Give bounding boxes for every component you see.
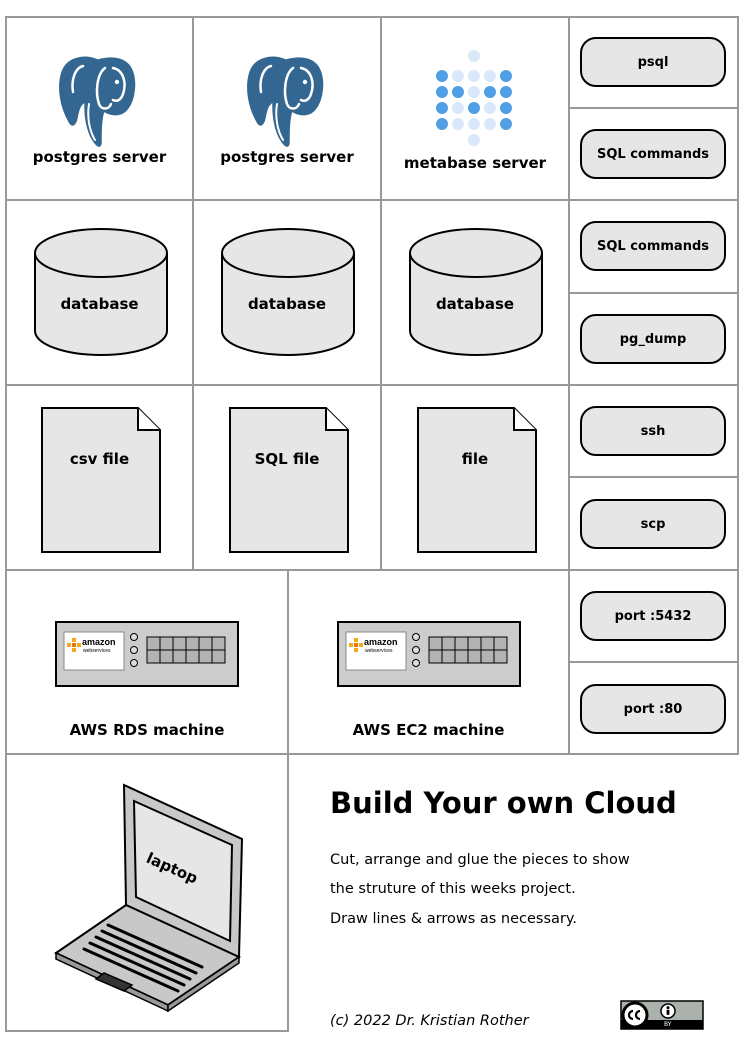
database-label: database [435, 295, 515, 313]
amazon-logo-icon [349, 638, 363, 652]
amazon-logo-text: amazon [82, 637, 116, 647]
instruction-line: Cut, arrange and glue the pieces to show [330, 852, 630, 868]
piece-database-3: database [380, 199, 570, 386]
server-rack-icon [55, 621, 239, 687]
piece-postgres-server-1: postgres server [5, 16, 194, 201]
metabase-dots-icon [436, 50, 512, 146]
amazon-logo-text: amazon [364, 637, 398, 647]
piece-laptop: laptop [5, 753, 289, 1032]
piece-generic-file: file [380, 384, 570, 571]
piece-aws-ec2-machine: amazon webservices AWS EC2 machine [287, 569, 570, 755]
laptop-icon [53, 783, 244, 1013]
database-cylinder-icon [221, 228, 355, 356]
piece-csv-file: csv file [5, 384, 194, 571]
piece-tool-psql: psql [568, 16, 739, 109]
piece-tool-scp: scp [568, 476, 739, 571]
piece-database-1: database [5, 199, 194, 386]
piece-tool-pg-dump: pg_dump [568, 292, 739, 386]
server-rack-icon [337, 621, 521, 687]
file-label: csv file [69, 450, 130, 468]
file-label: file [461, 450, 489, 468]
page-title: Build Your own Cloud [330, 786, 677, 820]
tool-pill: psql [580, 37, 726, 87]
piece-tool-sql-commands-2: SQL commands [568, 199, 739, 294]
amazon-logo-subtext: webservices [365, 648, 393, 654]
server-label: postgres server [32, 148, 167, 166]
piece-sql-file: SQL file [192, 384, 382, 571]
postgres-elephant-icon [56, 54, 138, 150]
file-page-icon [229, 407, 349, 553]
tool-pill: SQL commands [580, 129, 726, 179]
file-page-icon [417, 407, 537, 553]
piece-metabase-server: metabase server [380, 16, 570, 201]
server-label: postgres server [220, 148, 354, 166]
database-label: database [247, 295, 327, 313]
cc-by-icon [620, 1000, 704, 1030]
tool-pill: ssh [580, 406, 726, 456]
copyright-text: (c) 2022 Dr. Kristian Rother [330, 1013, 529, 1029]
database-cylinder-icon [34, 228, 168, 356]
piece-postgres-server-2: postgres server [192, 16, 382, 201]
amazon-logo-icon [67, 638, 81, 652]
amazon-logo-subtext: webservices [83, 648, 111, 654]
server-label: metabase server [403, 154, 547, 172]
piece-database-2: database [192, 199, 382, 386]
tool-pill: port :5432 [580, 591, 726, 641]
piece-tool-port-80: port :80 [568, 661, 739, 755]
tool-pill: scp [580, 499, 726, 549]
postgres-elephant-icon [244, 54, 326, 150]
cc-by-label: BY [664, 1021, 672, 1028]
database-label: database [60, 295, 139, 313]
machine-label: AWS EC2 machine [352, 721, 505, 739]
piece-tool-port-5432: port :5432 [568, 569, 739, 663]
tool-pill: pg_dump [580, 314, 726, 364]
piece-tool-sql-commands-1: SQL commands [568, 107, 739, 201]
machine-label: AWS RDS machine [69, 721, 225, 739]
cc-license-badge: BY [620, 1000, 704, 1030]
piece-aws-rds-machine: amazon webservices AWS RDS machine [5, 569, 289, 755]
instruction-line: Draw lines & arrows as necessary. [330, 911, 577, 927]
file-page-icon [41, 407, 161, 553]
file-label: SQL file [254, 450, 320, 468]
tool-pill: port :80 [580, 684, 726, 734]
database-cylinder-icon [409, 228, 543, 356]
tool-pill: SQL commands [580, 221, 726, 271]
instruction-line: the struture of this weeks project. [330, 881, 576, 897]
piece-tool-ssh: ssh [568, 384, 739, 478]
